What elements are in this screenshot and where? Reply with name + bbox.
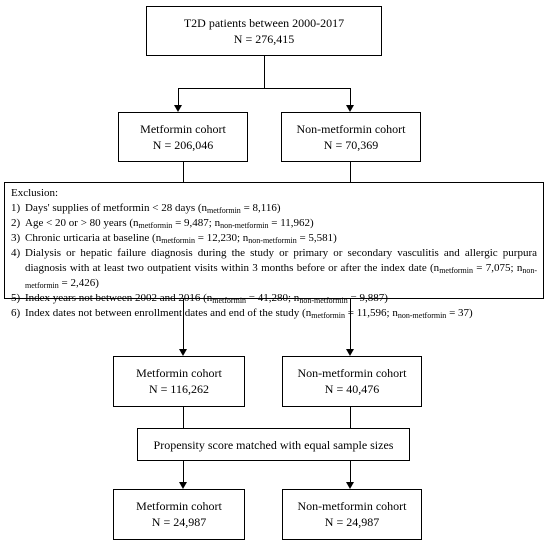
arrow-to-metformin-matched bbox=[179, 482, 187, 489]
connector-metformin-to-exclusion bbox=[183, 162, 184, 182]
exclusion-item: 1) Days' supplies of metformin < 28 days … bbox=[11, 201, 537, 216]
exclusion-item: 3) Chronic urticaria at baseline (nmetfor… bbox=[11, 231, 537, 246]
exclusion-text-part: = 11,962) bbox=[268, 217, 314, 229]
exclusion-item-text: Index dates not between enrollment dates… bbox=[25, 306, 537, 321]
connector-exclusion-to-metformin bbox=[183, 299, 184, 351]
total-patients-title: T2D patients between 2000-2017 bbox=[183, 16, 345, 30]
exclusion-criteria-box: Exclusion: 1) Days' supplies of metformin… bbox=[4, 182, 544, 320]
connector-exclusion-to-nonmetformin bbox=[350, 299, 351, 351]
exclusion-item-number: 1) bbox=[11, 202, 21, 214]
exclusion-item-text: Chronic urticaria at baseline (nmetformi… bbox=[25, 231, 537, 246]
exclusion-text-part: = 2,426) bbox=[58, 277, 99, 289]
nonmetformin-cohort-initial-box: Non-metformin cohort N = 70,369 bbox=[281, 112, 421, 162]
exclusion-subscript: metformin bbox=[138, 221, 173, 230]
connector-to-nonmetformin-initial bbox=[350, 88, 351, 107]
exclusion-text-part: Index dates not between enrollment dates… bbox=[25, 307, 312, 319]
nonmetformin-cohort-post-count: N = 40,476 bbox=[324, 382, 380, 396]
exclusion-item-text: Index years not between 2002 and 2016 (n… bbox=[25, 291, 537, 306]
nonmetformin-cohort-post-box: Non-metformin cohort N = 40,476 bbox=[282, 356, 422, 407]
exclusion-subscript: metformin bbox=[311, 311, 346, 320]
metformin-cohort-post-label: Metformin cohort bbox=[136, 366, 222, 380]
nonmetformin-cohort-initial-label: Non-metformin cohort bbox=[296, 122, 406, 136]
connector-metformin-to-matching bbox=[183, 407, 184, 428]
exclusion-text-part: = 12,230; n bbox=[195, 232, 249, 244]
metformin-cohort-post-count: N = 116,262 bbox=[149, 382, 209, 396]
metformin-cohort-initial-count: N = 206,046 bbox=[152, 138, 214, 152]
arrow-to-nonmetformin-matched bbox=[346, 482, 354, 489]
exclusion-item-number: 5) bbox=[11, 292, 21, 304]
metformin-cohort-matched-box: Metformin cohort N = 24,987 bbox=[113, 489, 245, 540]
nonmetformin-cohort-post-label: Non-metformin cohort bbox=[297, 366, 407, 380]
nonmetformin-cohort-matched-label: Non-metformin cohort bbox=[297, 499, 407, 513]
exclusion-item-number: 4) bbox=[11, 247, 21, 259]
exclusion-list: 1) Days' supplies of metformin < 28 days … bbox=[11, 201, 537, 321]
exclusion-item-text: Dialysis or hepatic failure diagnosis du… bbox=[25, 246, 537, 291]
exclusion-item-number: 6) bbox=[11, 307, 21, 319]
exclusion-item-text: Days' supplies of metformin < 28 days (n… bbox=[25, 201, 537, 216]
exclusion-text-part: Days' supplies of metformin < 28 days (n bbox=[25, 202, 208, 214]
connector-to-metformin-initial bbox=[178, 88, 179, 107]
exclusion-subscript: metformin bbox=[207, 206, 241, 215]
exclusion-text-part: = 37) bbox=[446, 307, 473, 319]
nonmetformin-cohort-initial-count: N = 70,369 bbox=[323, 138, 379, 152]
exclusion-subscript: non-metformin bbox=[299, 296, 348, 305]
exclusion-item: 4) Dialysis or hepatic failure diagnosis … bbox=[11, 246, 537, 291]
exclusion-subscript: metformin bbox=[439, 266, 473, 275]
exclusion-subscript: metformin bbox=[212, 296, 247, 305]
metformin-cohort-matched-count: N = 24,987 bbox=[151, 515, 207, 529]
exclusion-text-part: = 9,887) bbox=[347, 292, 388, 304]
exclusion-text-part: = 5,581) bbox=[296, 232, 337, 244]
exclusion-text-part: Age < 20 or > 80 years (n bbox=[25, 217, 139, 229]
exclusion-subscript: non-metformin bbox=[248, 236, 297, 245]
metformin-cohort-matched-label: Metformin cohort bbox=[136, 499, 222, 513]
propensity-matching-box: Propensity score matched with equal samp… bbox=[137, 428, 410, 461]
propensity-matching-label: Propensity score matched with equal samp… bbox=[153, 438, 394, 452]
connector-matching-to-nonmetformin bbox=[350, 461, 351, 484]
exclusion-title: Exclusion: bbox=[11, 187, 59, 199]
exclusion-item: 6) Index dates not between enrollment dat… bbox=[11, 306, 537, 321]
nonmetformin-cohort-matched-count: N = 24,987 bbox=[324, 515, 380, 529]
total-patients-box: T2D patients between 2000-2017 N = 276,4… bbox=[146, 6, 382, 56]
arrow-to-nonmetformin-post bbox=[346, 349, 354, 356]
exclusion-item: 2) Age < 20 or > 80 years (nmetformin = 9… bbox=[11, 216, 537, 231]
exclusion-text-part: Index years not between 2002 and 2016 (n bbox=[25, 292, 213, 304]
metformin-cohort-initial-label: Metformin cohort bbox=[140, 122, 226, 136]
exclusion-item: 5) Index years not between 2002 and 2016 … bbox=[11, 291, 537, 306]
connector-matching-to-metformin bbox=[183, 461, 184, 484]
arrow-to-nonmetformin-initial bbox=[346, 105, 354, 112]
exclusion-text-part: Chronic urticaria at baseline (n bbox=[25, 232, 162, 244]
total-patients-count: N = 276,415 bbox=[233, 32, 295, 46]
exclusion-text-part: = 7,075; n bbox=[472, 262, 523, 274]
connector-nonmetformin-to-exclusion bbox=[350, 162, 351, 182]
exclusion-text-part: = 11,596; n bbox=[345, 307, 398, 319]
exclusion-item-number: 3) bbox=[11, 232, 21, 244]
metformin-cohort-post-box: Metformin cohort N = 116,262 bbox=[113, 356, 245, 407]
exclusion-text-part: = 9,487; n bbox=[172, 217, 221, 229]
exclusion-item-number: 2) bbox=[11, 217, 21, 229]
exclusion-text-part: = 41,280; n bbox=[246, 292, 300, 304]
exclusion-text-part: Dialysis or hepatic failure diagnosis du… bbox=[25, 247, 537, 274]
metformin-cohort-initial-box: Metformin cohort N = 206,046 bbox=[118, 112, 248, 162]
arrow-to-metformin-initial bbox=[174, 105, 182, 112]
exclusion-subscript: non-metformin bbox=[397, 311, 447, 320]
exclusion-item-text: Age < 20 or > 80 years (nmetformin = 9,4… bbox=[25, 216, 537, 231]
connector-nonmetformin-to-matching bbox=[350, 407, 351, 428]
connector-top-down bbox=[264, 56, 265, 88]
connector-top-split bbox=[178, 88, 351, 89]
exclusion-subscript: metformin bbox=[161, 236, 196, 245]
exclusion-subscript: non-metformin bbox=[25, 266, 537, 290]
nonmetformin-cohort-matched-box: Non-metformin cohort N = 24,987 bbox=[282, 489, 422, 540]
exclusion-text-part: = 8,116) bbox=[240, 202, 281, 214]
exclusion-subscript: non-metformin bbox=[220, 221, 269, 230]
arrow-to-metformin-post bbox=[179, 349, 187, 356]
